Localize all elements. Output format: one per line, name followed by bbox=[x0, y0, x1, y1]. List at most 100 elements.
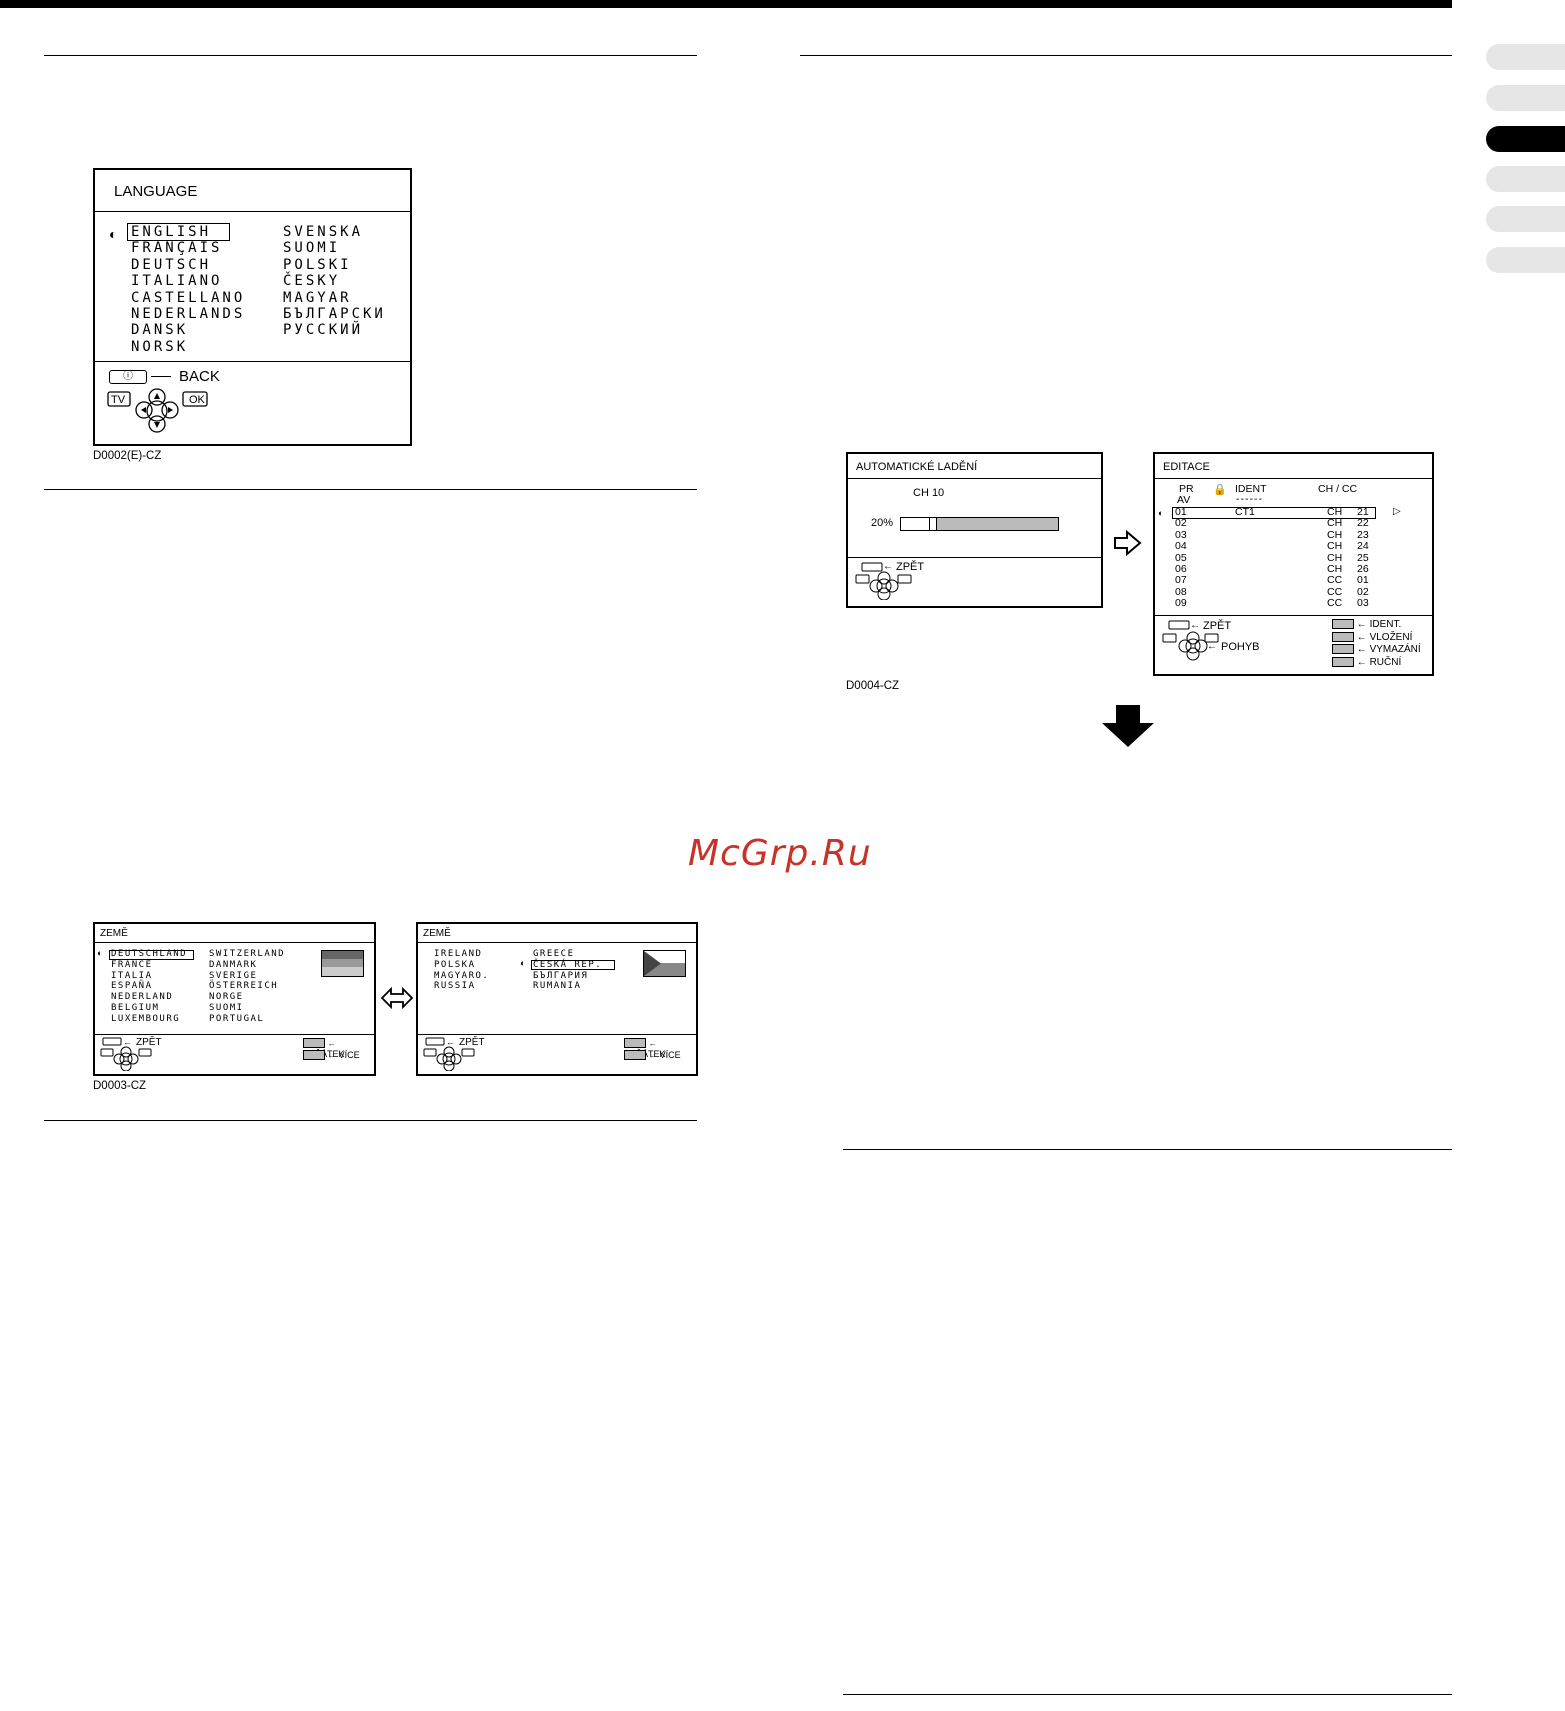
country-option[interactable]: БЪЛГАРИЯ bbox=[533, 970, 589, 981]
country-option[interactable]: ITALIA bbox=[111, 970, 153, 981]
country-option[interactable]: POLSKA bbox=[434, 959, 476, 970]
selection-highlight bbox=[531, 960, 615, 970]
cell-pr: 06 bbox=[1175, 562, 1187, 575]
back-label: ZPĚT bbox=[896, 561, 925, 573]
arrow-left-icon: ← bbox=[446, 1037, 455, 1047]
color-button-row: ← RUČNÍ bbox=[1332, 657, 1421, 670]
color-button[interactable] bbox=[303, 1050, 325, 1061]
column-header-chcc: CH / CC bbox=[1318, 483, 1358, 495]
divider bbox=[843, 1694, 1452, 1695]
color-button-label: VYMAZÁNÍ bbox=[1369, 644, 1421, 655]
progress-bar bbox=[900, 517, 1059, 531]
language-option[interactable]: POLSKI bbox=[283, 256, 352, 273]
country-option[interactable]: SUOMI bbox=[209, 1002, 244, 1013]
cell-number: 25 bbox=[1357, 551, 1369, 564]
country-option[interactable]: FRANCE bbox=[111, 959, 153, 970]
language-option[interactable]: CASTELLANO bbox=[131, 289, 246, 306]
country-option[interactable]: PORTUGAL bbox=[209, 1013, 265, 1024]
cell-type: CH bbox=[1327, 528, 1343, 541]
language-option[interactable]: MAGYAR bbox=[283, 289, 352, 306]
section-tab-active[interactable] bbox=[1486, 126, 1565, 152]
language-option[interactable]: DEUTSCH bbox=[131, 256, 212, 273]
cell-pr: 04 bbox=[1175, 540, 1187, 553]
country-option[interactable]: RUMANIA bbox=[533, 981, 582, 992]
section-tab[interactable] bbox=[1486, 166, 1565, 192]
country-option[interactable]: DANMARK bbox=[209, 959, 258, 970]
edit-screen: EDITACE PR AV 🔒 IDENT ------ CH / CC ◐ ▷… bbox=[1153, 452, 1434, 676]
cell-type: CH bbox=[1327, 517, 1343, 530]
cell-type: CC bbox=[1327, 585, 1343, 598]
country-option[interactable]: DEUTSCHLAND bbox=[111, 949, 188, 959]
arrow-left-icon: ← bbox=[1354, 619, 1370, 630]
language-option[interactable]: NEDERLANDS bbox=[131, 306, 246, 323]
color-button[interactable] bbox=[1332, 631, 1354, 642]
language-option[interactable]: ITALIANO bbox=[131, 273, 223, 290]
language-option[interactable]: РУССКИЙ bbox=[283, 322, 364, 339]
cell-type: CC bbox=[1327, 574, 1343, 587]
cursor-icon: ◐ bbox=[109, 226, 118, 242]
country-option[interactable]: RUSSIA bbox=[434, 981, 476, 992]
cell-pr: 09 bbox=[1175, 597, 1187, 610]
language-option[interactable]: SUOMI bbox=[283, 240, 341, 257]
country-option[interactable]: ESPAÑA bbox=[111, 981, 153, 992]
country-option[interactable]: ČESKÁ REP. bbox=[533, 959, 603, 970]
country-option[interactable]: IRELAND bbox=[434, 949, 483, 959]
language-option[interactable]: DANSK bbox=[131, 322, 189, 339]
language-option[interactable]: NORSK bbox=[131, 338, 189, 355]
country-option[interactable]: GREECE bbox=[533, 949, 575, 959]
country-option[interactable]: BELGIUM bbox=[111, 1002, 160, 1013]
color-button[interactable] bbox=[624, 1038, 646, 1049]
top-bar bbox=[0, 0, 1452, 8]
country-option[interactable]: ÖSTERREICH bbox=[209, 981, 279, 992]
column-header-pr: PR bbox=[1179, 483, 1194, 495]
back-label: ZPĚT bbox=[459, 1037, 485, 1048]
color-button[interactable] bbox=[303, 1038, 325, 1049]
cell-number: 03 bbox=[1357, 597, 1369, 610]
country-option[interactable]: LUXEMBOURG bbox=[111, 1013, 181, 1024]
country-option[interactable]: NEDERLAND bbox=[111, 992, 174, 1003]
double-arrow-icon bbox=[380, 987, 414, 1009]
screen-title: ZEMĚ bbox=[100, 928, 128, 939]
language-option[interactable]: ENGLISH bbox=[131, 224, 212, 240]
section-tab[interactable] bbox=[1486, 206, 1565, 232]
color-button[interactable] bbox=[1332, 644, 1354, 655]
section-tab[interactable] bbox=[1486, 44, 1565, 70]
remote-navigation-icon bbox=[107, 388, 208, 433]
color-button[interactable] bbox=[1332, 656, 1354, 667]
language-screen: LANGUAGE ◐ ENGLISH FRANÇAIS DEUTSCH ITAL… bbox=[93, 168, 412, 446]
cell-pr: 08 bbox=[1175, 585, 1187, 598]
country-option[interactable]: SVERIGE bbox=[209, 970, 258, 981]
section-tab[interactable] bbox=[1486, 247, 1565, 273]
country-option[interactable]: MAGYARO. bbox=[434, 970, 490, 981]
flag-icon bbox=[321, 950, 364, 977]
progress-label: 20% bbox=[871, 517, 894, 529]
country-list-right: GREECE ČESKÁ REP. БЪЛГАРИЯ RUMANIA bbox=[533, 949, 602, 992]
cell-type: CH bbox=[1327, 551, 1343, 564]
language-option[interactable]: БЪЛГАРСКИ bbox=[283, 306, 386, 323]
section-tab[interactable] bbox=[1486, 85, 1565, 111]
cursor-icon: ◐ bbox=[97, 948, 103, 958]
screen-title: ZEMĚ bbox=[423, 928, 451, 939]
language-option[interactable]: ČESKY bbox=[283, 273, 341, 290]
language-option[interactable]: FRANÇAIS bbox=[131, 240, 223, 257]
country-option[interactable]: SWITZERLAND bbox=[209, 949, 286, 959]
remote-navigation-icon bbox=[1162, 620, 1219, 661]
color-button[interactable] bbox=[1332, 619, 1354, 630]
country-option[interactable]: NORGE bbox=[209, 992, 244, 1003]
cell-pr: 02 bbox=[1175, 517, 1187, 530]
color-button[interactable] bbox=[624, 1050, 646, 1061]
cell-number: 26 bbox=[1357, 562, 1369, 575]
language-option[interactable]: SVENSKA bbox=[283, 224, 364, 240]
remote-navigation-icon bbox=[423, 1037, 475, 1071]
figure-caption: D0002(E)-CZ bbox=[93, 450, 162, 462]
cell-pr: 03 bbox=[1175, 528, 1187, 541]
